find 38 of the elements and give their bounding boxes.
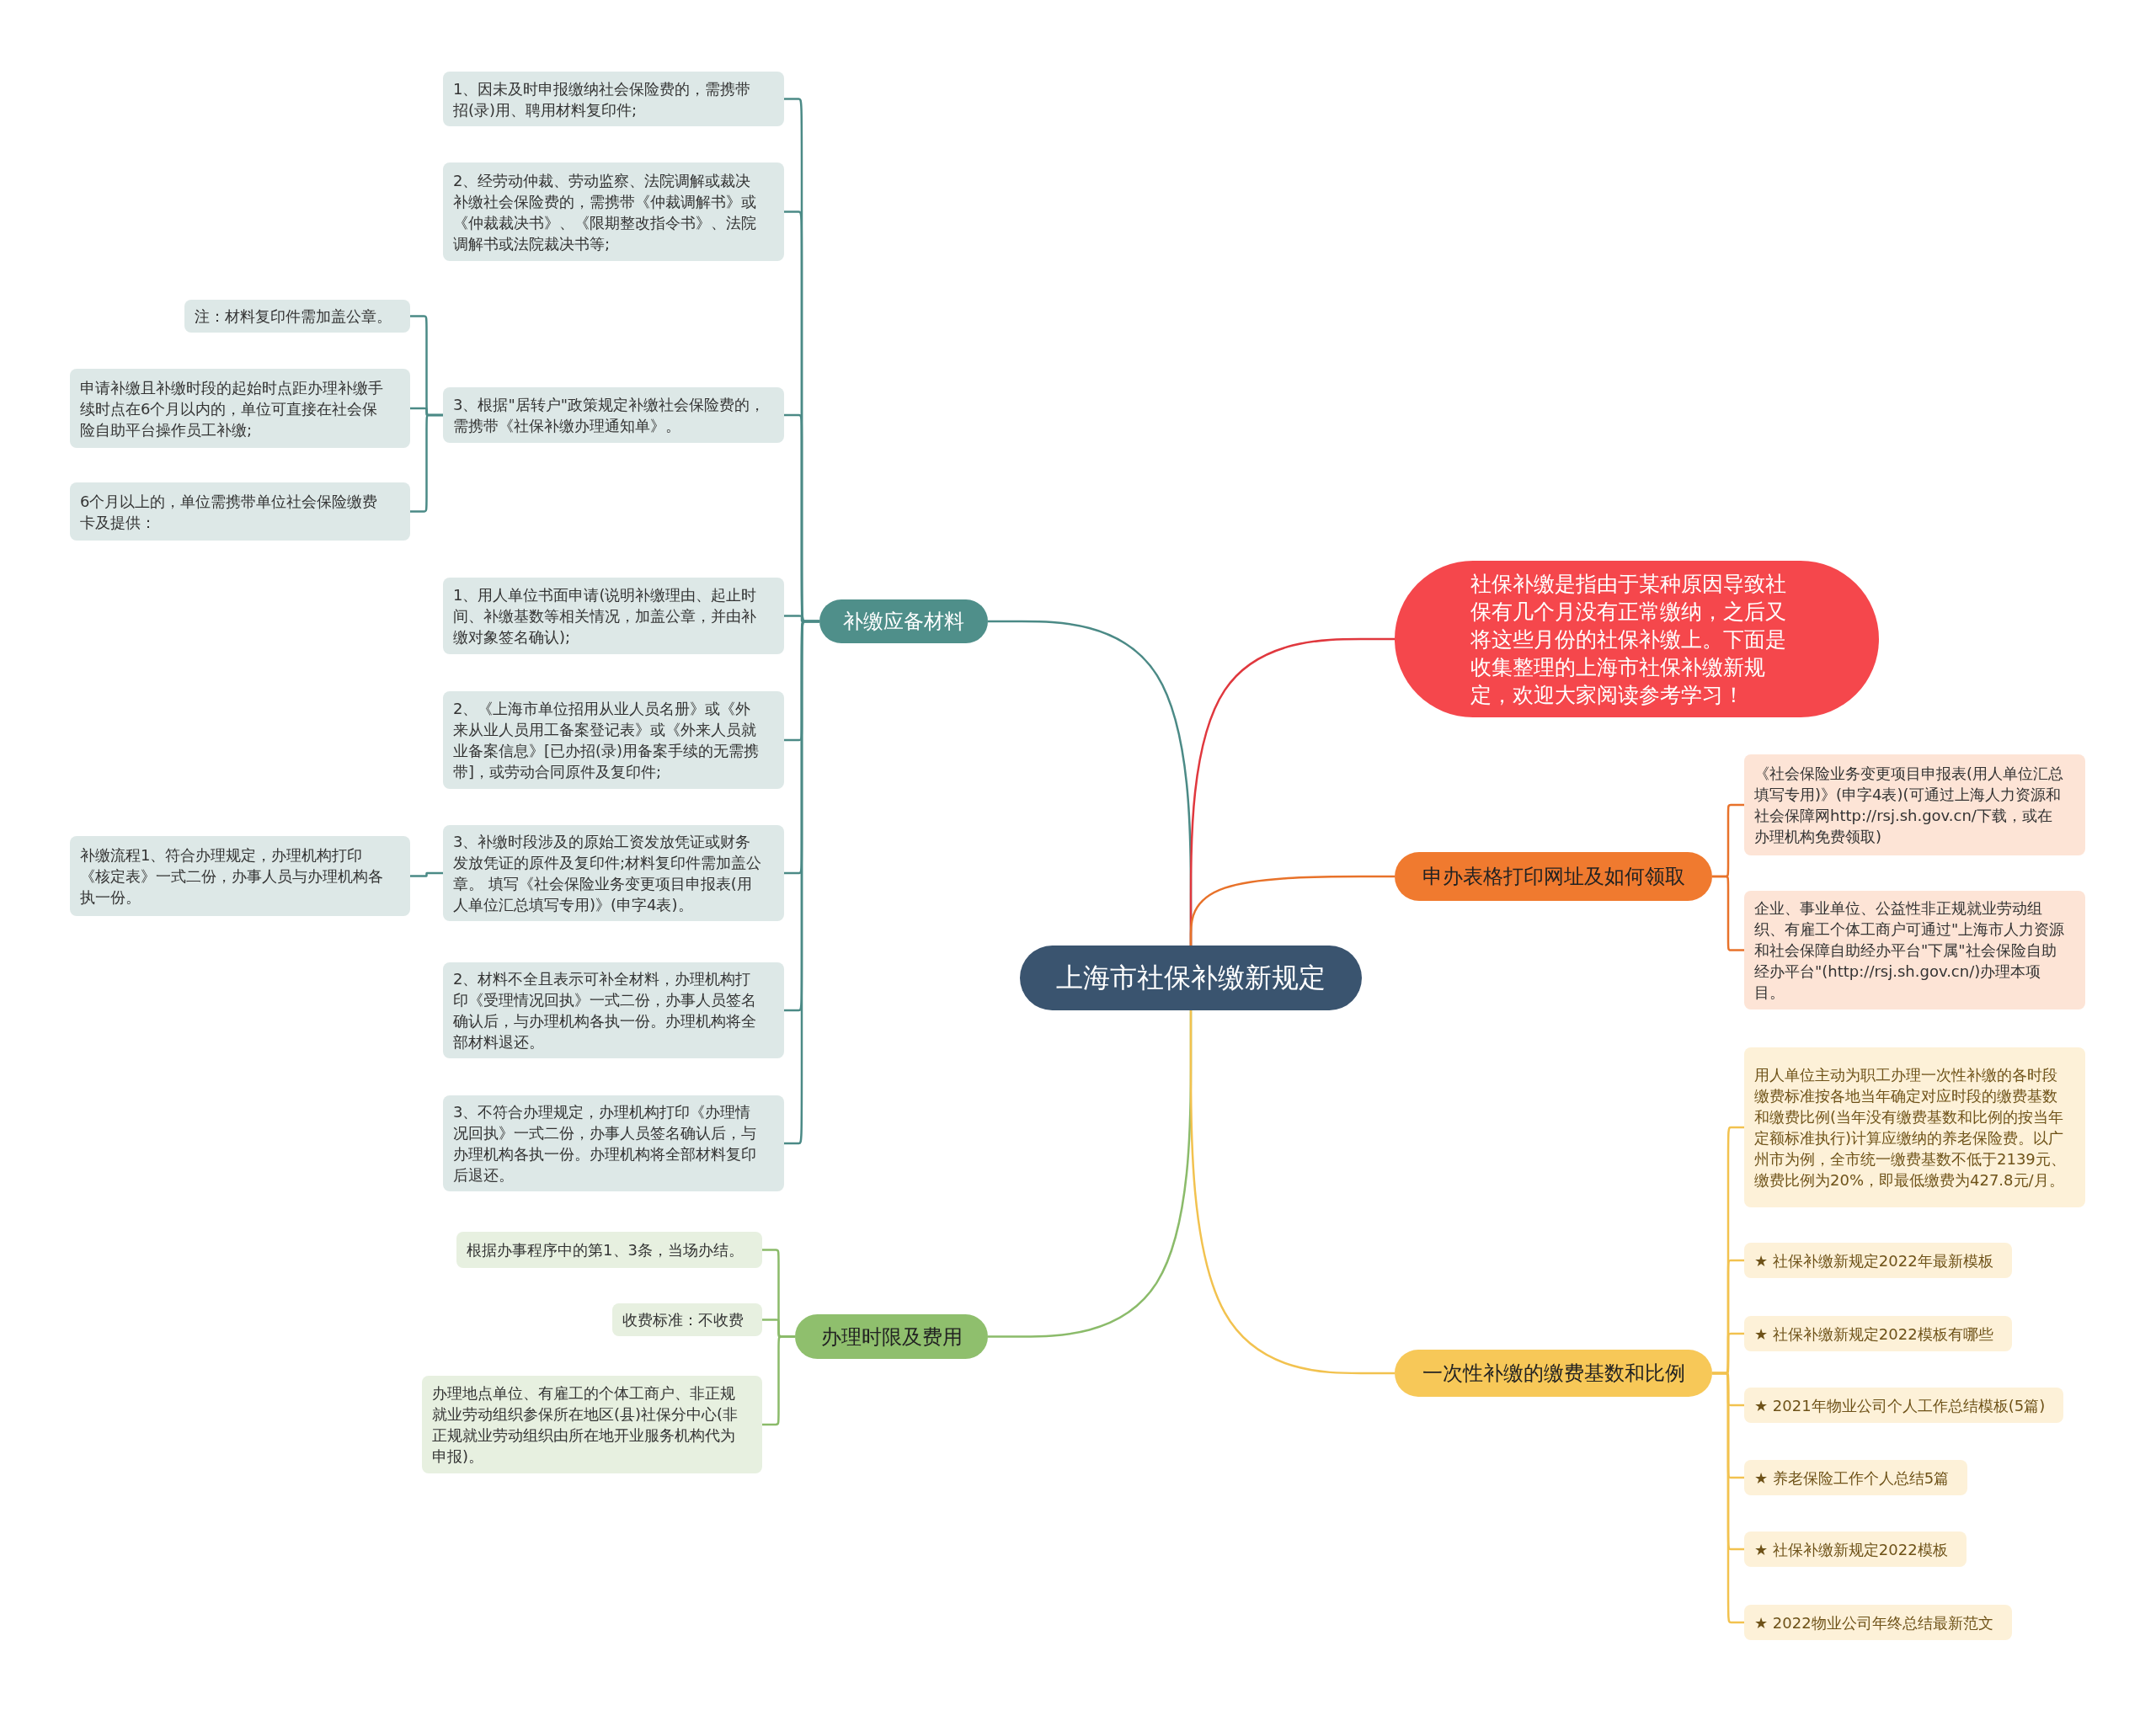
branch-topic: 申办表格打印网址及如何领取 <box>1395 852 1712 901</box>
connector-line <box>762 1335 795 1426</box>
subtopic-card: ★ 社保补缴新规定2022模板 <box>1744 1532 1967 1567</box>
central-topic: 上海市社保补缴新规定 <box>1020 946 1362 1010</box>
subtopic-card: 《社会保险业务变更项目申报表(用人单位汇总填写专用)》(申字4表)(可通过上海人力资源和社会保障网http://rsj.sh.gov.cn/下载，或在办理机构免费领取) <box>1744 754 2085 855</box>
subtopic-card: 2、经劳动仲裁、劳动监察、法院调解或裁决补缴社会保险费的，需携带《仲裁调解书》或《仲裁裁决书》、《限期整改指令书》、法院调解书或法院裁决书等; <box>443 162 784 261</box>
subtopic-card: 3、补缴时段涉及的原始工资发放凭证或财务发放凭证的原件及复印件;材料复印件需加盖公章。 填写《社会保险业务变更项目申报表(用人单位汇总填写专用)》(申字4表)。 <box>443 825 784 921</box>
subtopic-card: 办理地点单位、有雇工的个体工商户、非正规就业劳动组织参保所在地区(县)社保分中心(非正规就业劳动组织由所在地开业服务机构代为申报)。 <box>422 1376 762 1473</box>
subtopic-card: 2、材料不全且表示可补全材料，办理机构打印《受理情况回执》一式二份，办事人员签名确认后，与办理机构各执一份。办理机构将全部材料退还。 <box>443 962 784 1058</box>
subtopic-card: 补缴流程1、符合办理规定，办理机构打印《核定表》一式二份，办事人员与办理机构各执一份。 <box>70 836 410 916</box>
subtopic-card: 注：材料复印件需加盖公章。 <box>184 300 410 333</box>
connector-line <box>1712 875 1744 951</box>
subtopic-card: 1、用人单位书面申请(说明补缴理由、起止时间、补缴基数等相关情况，加盖公章，并由补缴对象签名确认); <box>443 578 784 654</box>
branch-topic: 一次性补缴的缴费基数和比例 <box>1395 1350 1712 1397</box>
subtopic-card: ★ 2021年物业公司个人工作总结模板(5篇) <box>1744 1388 2064 1423</box>
subtopic-card: ★ 社保补缴新规定2022模板有哪些 <box>1744 1316 2012 1351</box>
subtopic-card: 3、根据"居转户"政策规定补缴社会保险费的，需携带《社保补缴办理通知单》。 <box>443 387 784 443</box>
connector-line <box>1712 1372 1744 1624</box>
connector-line <box>410 413 443 513</box>
branch-topic: 社保补缴是指由于某种原因导致社保有几个月没有正常缴纳，之后又将这些月份的社保补缴上。下面是收集整理的上海市社保补缴新规定，欢迎大家阅读参考学习！ <box>1395 561 1879 717</box>
subtopic-card: 用人单位主动为职工办理一次性补缴的各时段缴费标准按各地当年确定对应时段的缴费基数和缴费比例(当年没有缴费基数和比例的按当年定额标准执行)计算应缴纳的养老保险费。以广州市为例，全市统一缴费基数不低于2139元、缴费比例为20%，即最低缴费为427.8元/月。 <box>1744 1047 2085 1207</box>
subtopic-card: 2、《上海市单位招用从业人员名册》或《外来从业人员用工备案登记表》或《外来人员就业备案信息》[已办招(录)用备案手续的无需携带]，或劳动合同原件及复印件; <box>443 691 784 789</box>
subtopic-card: ★ 养老保险工作个人总结5篇 <box>1744 1460 1968 1495</box>
branch-topic: 补缴应备材料 <box>819 599 988 643</box>
connector-line <box>410 871 443 877</box>
subtopic-card: 企业、事业单位、公益性非正规就业劳动组织、有雇工个体工商户可通过"上海市人力资源和社会保障自助经办平台"下属"社会保险自助经办平台"(http://rsj.sh.gov.cn/)办理本项目。 <box>1744 891 2085 1009</box>
connector-line <box>1189 1010 1395 1375</box>
subtopic-card: 根据办事程序中的第1、3条，当场办结。 <box>456 1232 762 1268</box>
subtopic-card: 收费标准：不收费 <box>612 1303 762 1336</box>
subtopic-card: 6个月以上的，单位需携带单位社会保险缴费卡及提供： <box>70 482 410 541</box>
subtopic-card: ★ 社保补缴新规定2022年最新模板 <box>1744 1243 2012 1278</box>
connector-line <box>1189 875 1395 946</box>
subtopic-card: 申请补缴且补缴时段的起始时点距办理补缴手续时点在6个月以内的，单位可直接在社会保险自助平台操作员工补缴; <box>70 369 410 448</box>
subtopic-card: 1、因未及时申报缴纳社会保险费的，需携带招(录)用、聘用材料复印件; <box>443 72 784 126</box>
branch-topic: 办理时限及费用 <box>795 1314 988 1359</box>
subtopic-card: 3、不符合办理规定，办理机构打印《办理情况回执》一式二份，办事人员签名确认后，与办理机构各执一份。办理机构将全部材料复印后退还。 <box>443 1095 784 1191</box>
subtopic-card: ★ 2022物业公司年终总结最新范文 <box>1744 1605 2012 1640</box>
connector-line <box>784 620 819 1145</box>
